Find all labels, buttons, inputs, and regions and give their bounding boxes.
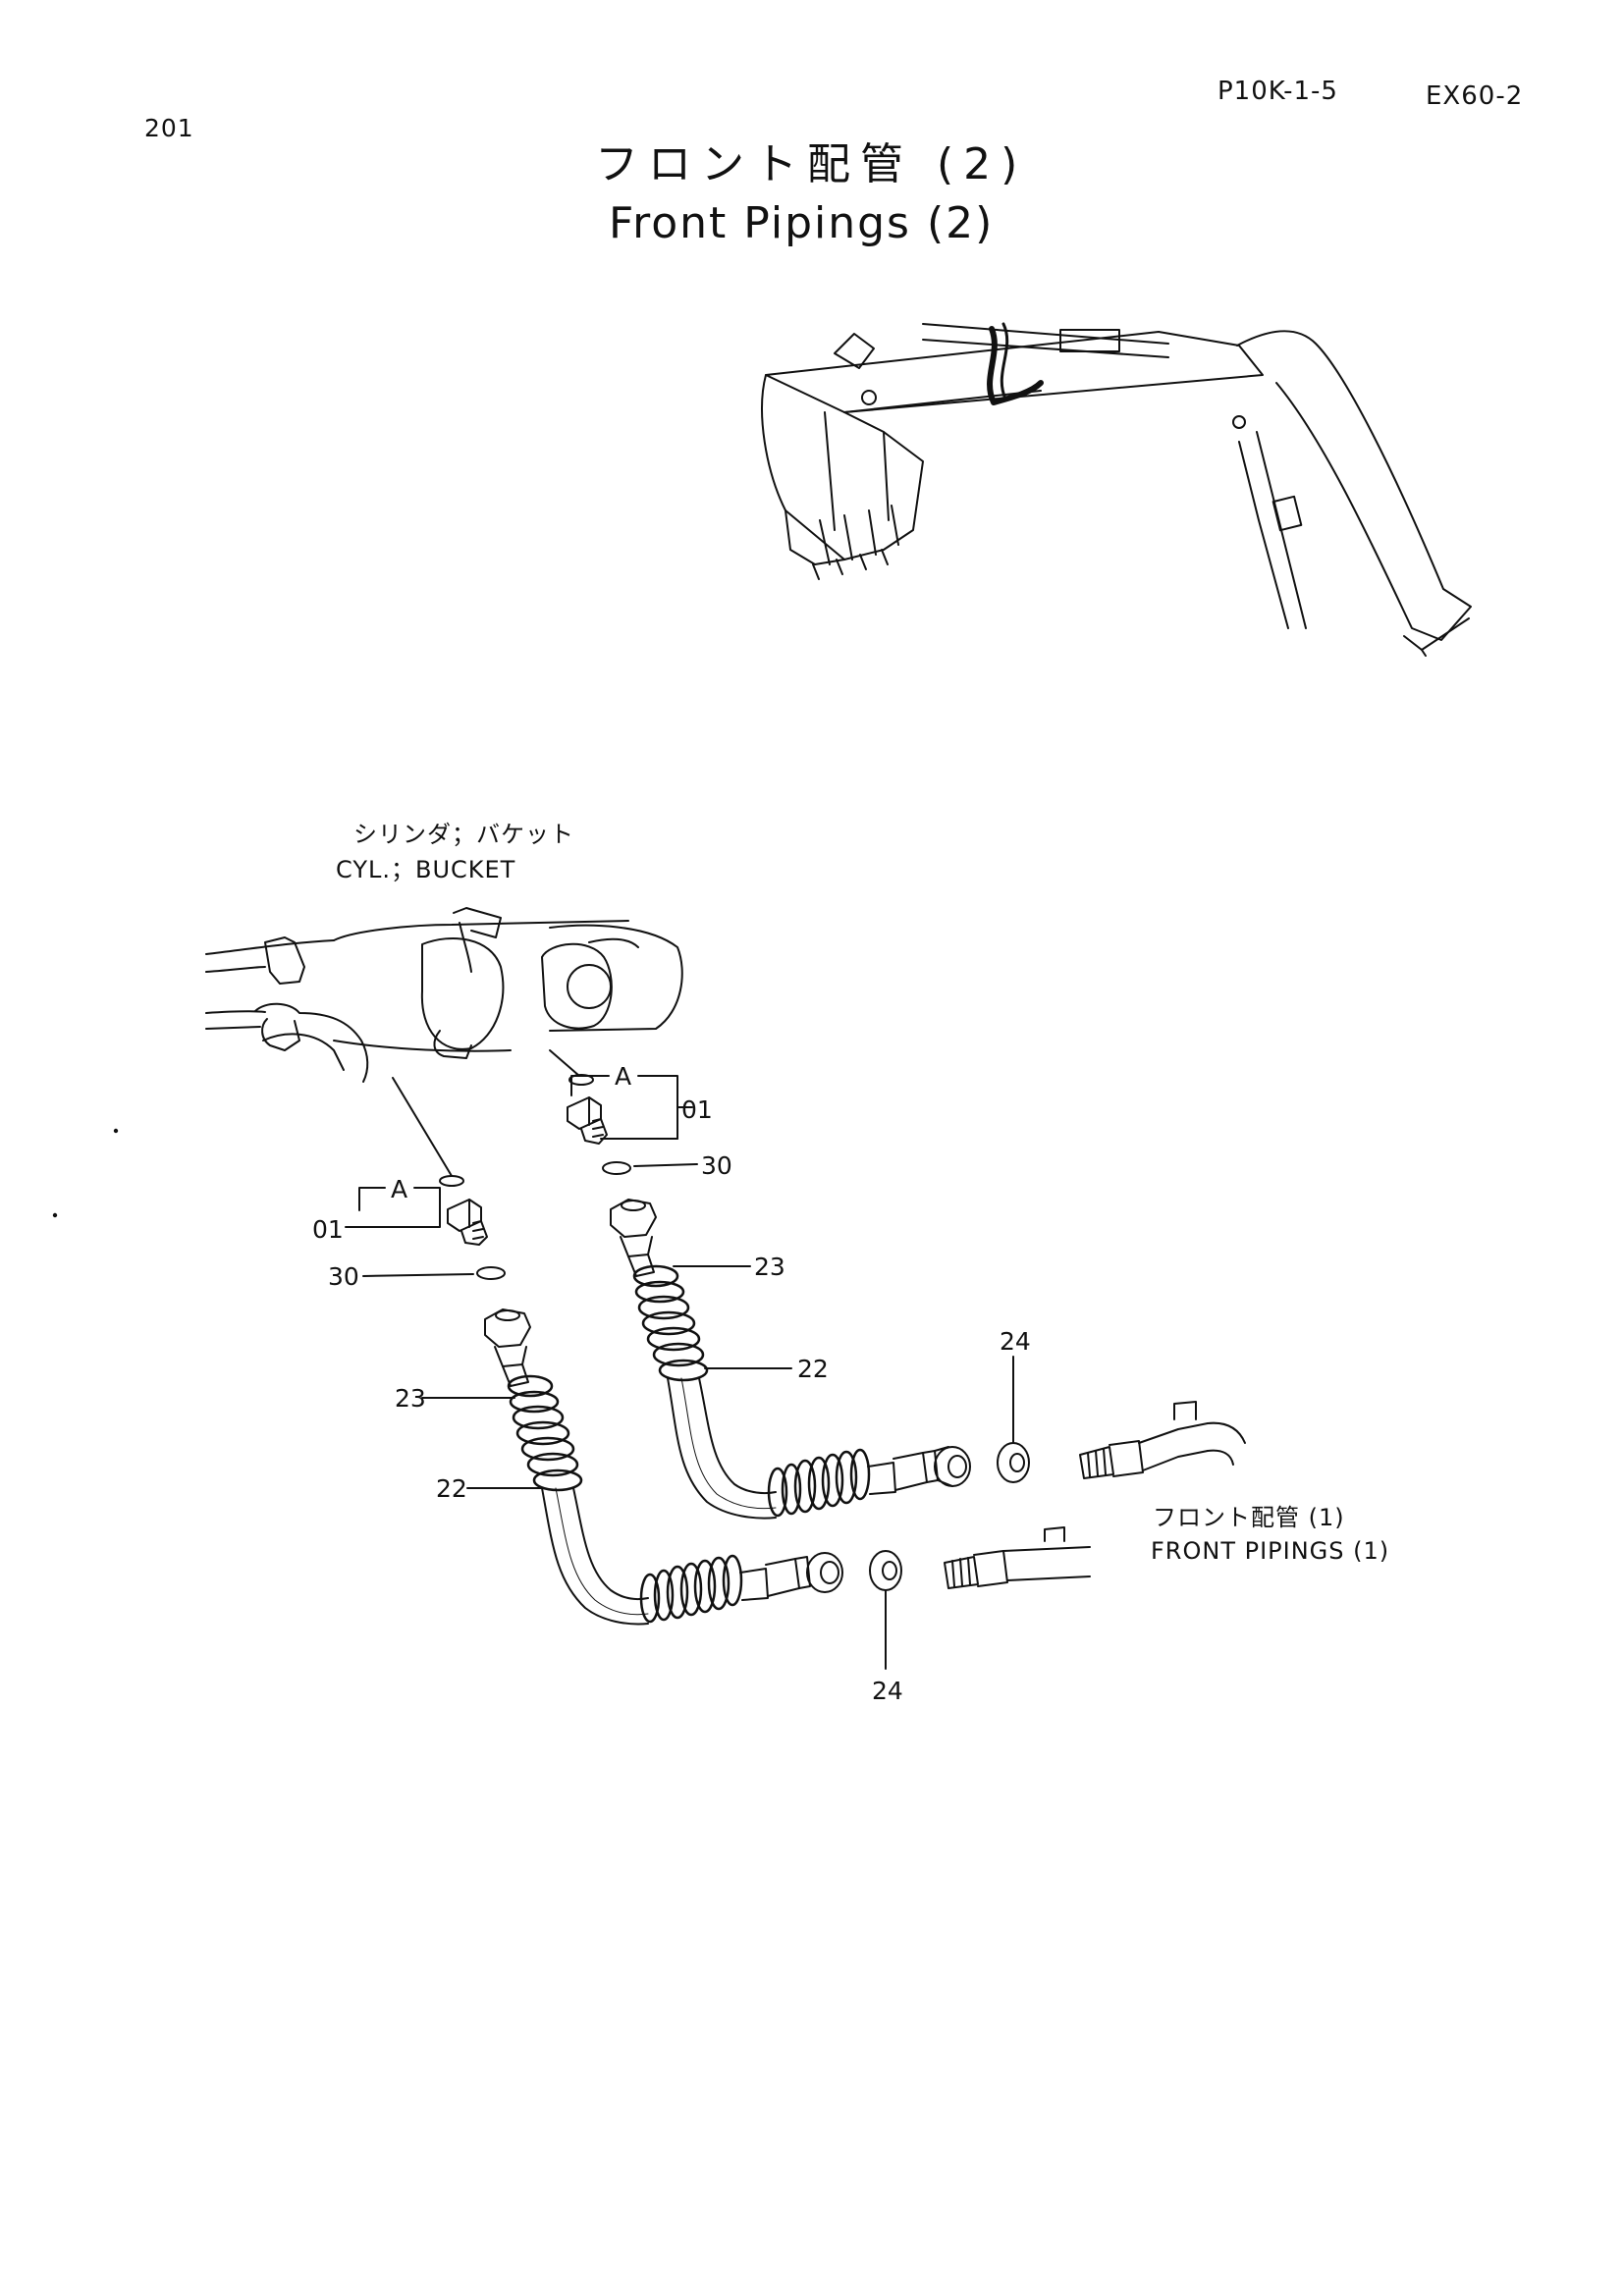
o-ring-a-upper (569, 1075, 593, 1085)
callout-a-lower: A (391, 1175, 408, 1203)
o-ring-a-lower (440, 1176, 463, 1186)
model-number: EX60-2 (1426, 81, 1524, 111)
callout-24-upper: 24 (1000, 1327, 1031, 1356)
hose-22-lower (485, 1309, 842, 1624)
callout-22-lower: 22 (436, 1474, 467, 1503)
front-pipings-label-jp: フロント配管 (1) (1153, 1504, 1345, 1531)
callout-23-lower: 23 (395, 1384, 426, 1413)
excavator-front-overview (762, 324, 1471, 656)
o-ring-30-lower (363, 1267, 505, 1279)
front-pipe-lower (945, 1527, 1090, 1588)
adapter-01-lower (448, 1200, 487, 1245)
callout-24-lower: 24 (872, 1677, 903, 1705)
washer-24-lower (870, 1551, 901, 1669)
washer-24-upper (998, 1357, 1029, 1482)
bucket-cylinder-label-en: CYL.；BUCKET (336, 856, 516, 883)
callout-30-upper: 30 (701, 1151, 732, 1180)
page-title-japanese: フロント配管 (2) (595, 139, 1028, 189)
callout-01-lower: 01 (312, 1215, 344, 1244)
bracket-a-upper (571, 1076, 692, 1139)
o-ring-30-upper (603, 1162, 697, 1174)
hose-22-upper (611, 1200, 970, 1519)
front-pipe-upper (1080, 1402, 1245, 1478)
callout-22-upper: 22 (797, 1355, 829, 1383)
callout-a-upper: A (615, 1062, 632, 1091)
page-number: 201 (144, 114, 194, 142)
callout-23-upper: 23 (754, 1253, 785, 1281)
reference-code: P10K-1-5 (1217, 77, 1338, 106)
callout-30-lower: 30 (328, 1262, 359, 1291)
adapter-01-upper (568, 1097, 677, 1144)
leader-lines (393, 1050, 579, 1176)
bucket-cylinder-label-jp: シリンダ；バケット (353, 821, 574, 848)
callout-leaders (422, 1266, 791, 1488)
bracket-a-lower (346, 1188, 440, 1227)
bucket-cylinder-detail (206, 908, 682, 1082)
page-title-english: Front Pipings (2) (609, 198, 995, 248)
callout-01-upper: 01 (681, 1095, 713, 1124)
front-pipings-label-en: FRONT PIPINGS (1) (1151, 1537, 1390, 1565)
